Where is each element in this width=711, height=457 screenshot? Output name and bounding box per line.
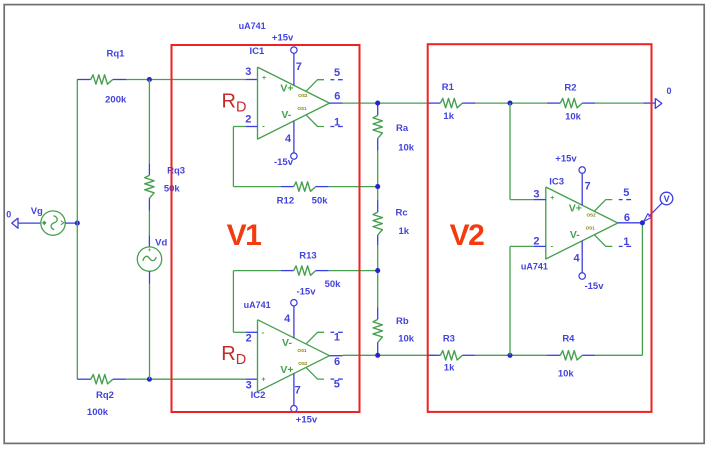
svg-text:7: 7 (585, 180, 591, 192)
svg-text:RD: RD (221, 343, 246, 368)
svg-text:V-: V- (282, 337, 292, 349)
svg-text:2: 2 (246, 333, 252, 345)
svg-text:200k: 200k (105, 95, 127, 106)
svg-text:-: - (550, 242, 553, 251)
svg-text:Rq2: Rq2 (96, 390, 114, 401)
svg-text:IC3: IC3 (549, 177, 564, 188)
svg-text:uA741: uA741 (244, 300, 271, 310)
svg-text:-: - (261, 328, 264, 337)
svg-text:OS2: OS2 (298, 361, 308, 366)
svg-text:+15v: +15v (296, 415, 318, 426)
svg-text:Ra: Ra (396, 123, 409, 134)
svg-text:1: 1 (623, 236, 629, 248)
svg-text:V-: V- (281, 109, 291, 121)
svg-text:1: 1 (334, 331, 340, 343)
svg-text:OS2: OS2 (298, 93, 308, 98)
svg-text:5: 5 (334, 67, 340, 79)
svg-text:Vd: Vd (155, 238, 167, 249)
svg-text:+: + (261, 377, 265, 384)
svg-text:V+: V+ (280, 82, 293, 94)
svg-text:R2: R2 (564, 82, 576, 93)
svg-text:-15v: -15v (584, 281, 604, 292)
svg-text:-15v: -15v (296, 286, 316, 297)
svg-text:R13: R13 (299, 251, 316, 262)
svg-text:3: 3 (533, 188, 539, 200)
svg-text:10k: 10k (398, 142, 415, 153)
svg-text:V+: V+ (569, 202, 582, 214)
svg-text:0: 0 (666, 86, 671, 96)
svg-text:1k: 1k (444, 363, 455, 374)
svg-text:Rb: Rb (396, 316, 409, 327)
svg-text:Vg: Vg (31, 206, 43, 217)
svg-text:Rq1: Rq1 (107, 48, 126, 59)
svg-text:6: 6 (624, 212, 630, 224)
svg-text:10k: 10k (565, 112, 582, 123)
svg-text:V+: V+ (280, 364, 293, 376)
svg-text:1k: 1k (399, 226, 410, 237)
svg-text:Rc: Rc (396, 207, 408, 218)
svg-text:V-: V- (570, 229, 580, 241)
svg-text:6: 6 (334, 91, 340, 103)
svg-text:6: 6 (334, 356, 340, 368)
svg-text:V1: V1 (227, 219, 262, 252)
svg-text:OS1: OS1 (297, 106, 307, 111)
svg-text:OS1: OS1 (297, 348, 307, 353)
svg-text:uA741: uA741 (521, 262, 548, 272)
svg-text:OS2: OS2 (586, 213, 596, 218)
svg-text:R1: R1 (442, 82, 455, 93)
svg-text:10k: 10k (558, 369, 575, 380)
svg-text:+: + (550, 195, 554, 202)
svg-text:IC2: IC2 (251, 390, 266, 401)
svg-text:OS1: OS1 (586, 226, 596, 231)
svg-text:V2: V2 (450, 219, 485, 252)
svg-text:R4: R4 (562, 334, 575, 345)
svg-text:1: 1 (334, 116, 340, 128)
svg-text:4: 4 (574, 252, 581, 264)
svg-text:7: 7 (295, 384, 301, 396)
svg-text:+: + (262, 75, 266, 82)
svg-text:R3: R3 (443, 334, 455, 345)
svg-text:V: V (664, 194, 670, 204)
svg-text:-15v: -15v (274, 157, 294, 168)
svg-text:3: 3 (246, 380, 252, 392)
svg-text:2: 2 (245, 113, 251, 125)
svg-text:-: - (262, 122, 265, 131)
svg-text:7: 7 (296, 61, 302, 73)
svg-text:50k: 50k (312, 196, 329, 207)
svg-text:R12: R12 (277, 196, 294, 207)
svg-text:uA741: uA741 (239, 21, 266, 31)
svg-text:IC1: IC1 (250, 46, 266, 57)
svg-text:Rq3: Rq3 (167, 166, 185, 177)
svg-text:10k: 10k (398, 334, 415, 345)
svg-text:0: 0 (6, 210, 11, 220)
svg-text:+15v: +15v (272, 33, 294, 44)
svg-text:1k: 1k (443, 111, 454, 122)
svg-text:4: 4 (284, 313, 291, 325)
svg-text:+15v: +15v (555, 154, 577, 165)
svg-text:100k: 100k (87, 407, 109, 418)
svg-text:50k: 50k (325, 279, 342, 290)
svg-text:+: + (148, 248, 152, 254)
svg-text:3: 3 (245, 66, 251, 78)
svg-text:2: 2 (533, 236, 539, 248)
svg-text:5: 5 (334, 378, 340, 390)
svg-text:5: 5 (623, 187, 629, 199)
svg-text:4: 4 (285, 133, 292, 145)
